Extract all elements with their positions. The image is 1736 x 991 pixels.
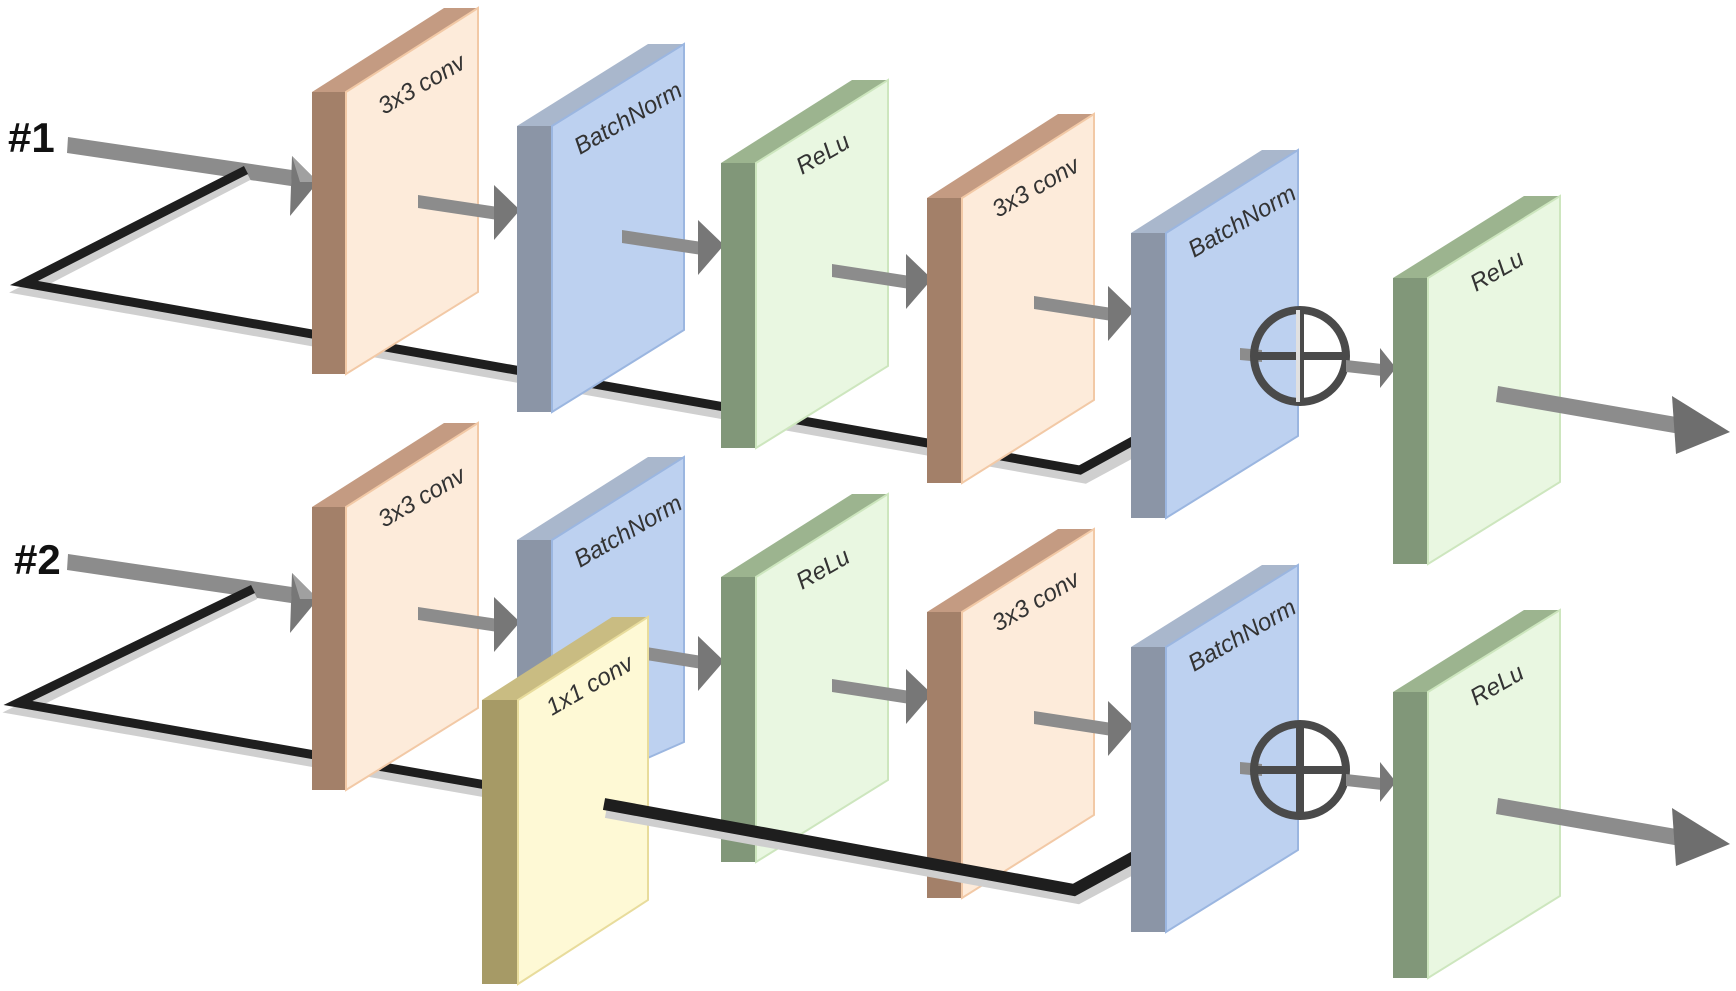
arrow-sum-to-relu-2	[1346, 762, 1396, 802]
circled-plus-icon	[1240, 306, 1350, 406]
conv3x3-block-2b: 3x3 conv	[927, 527, 1095, 900]
arrow-relu-to-conv-1	[832, 254, 932, 309]
batchnorm-block-1a: BatchNorm	[517, 42, 687, 414]
row-1: #1 3x3 conv Bat	[8, 6, 1730, 566]
arrow-relu-to-conv-2	[832, 669, 932, 724]
input-arrow-2	[67, 554, 318, 633]
arrow-conv-to-bn-2b	[1034, 701, 1134, 756]
arrow-conv-to-bn-1	[418, 185, 520, 240]
row-2-label: #2	[14, 536, 61, 583]
arrow-sum-to-relu-1	[1346, 348, 1396, 388]
batchnorm-block-2b: BatchNorm	[1131, 563, 1301, 934]
row-2: #2 3x3 conv BatchNorm	[2, 421, 1730, 986]
circled-plus-icon	[1240, 720, 1350, 820]
row-1-label: #1	[8, 114, 55, 161]
batchnorm-block-1b: BatchNorm	[1131, 148, 1301, 520]
conv3x3-block-2a: 3x3 conv	[312, 421, 479, 792]
relu-block-2a: ReLu	[721, 492, 889, 864]
arrow-conv-to-bn-1b	[1034, 286, 1134, 341]
relu-block-2b: ReLu	[1393, 608, 1561, 980]
output-arrow-1	[1496, 386, 1730, 454]
relu-block-1b: ReLu	[1393, 194, 1561, 566]
output-arrow-2	[1496, 798, 1730, 866]
arrow-bn-to-relu-2	[640, 636, 724, 691]
conv3x3-block-1b: 3x3 conv	[927, 112, 1095, 485]
conv3x3-block-1a: 3x3 conv	[312, 6, 479, 376]
arrow-conv-to-bn-2	[418, 597, 520, 652]
arrow-bn-to-relu-1	[622, 220, 724, 275]
relu-block-1a: ReLu	[721, 78, 889, 450]
conv1x1-block-2: 1x1 conv	[482, 615, 649, 986]
